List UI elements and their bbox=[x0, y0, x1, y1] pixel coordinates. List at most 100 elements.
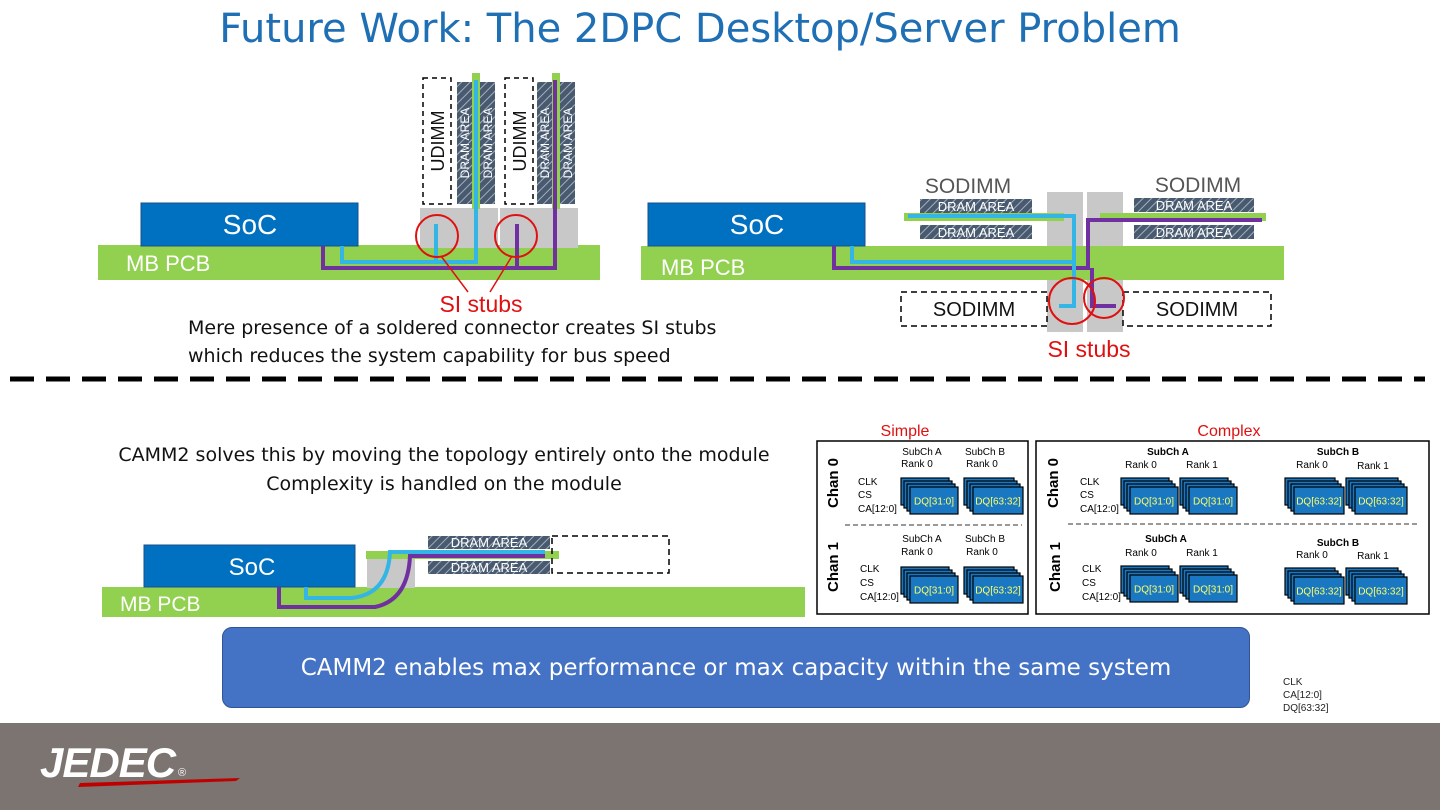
si-stub-circle bbox=[415, 214, 459, 258]
dram-chip-stack: DQ[31:0] bbox=[900, 477, 959, 515]
dram-area-label: DRAM AREA bbox=[938, 199, 1015, 214]
ca-label: CA[12:0] bbox=[860, 592, 899, 603]
dram-area-block bbox=[428, 536, 550, 549]
dram-chip bbox=[1293, 576, 1345, 605]
sodimm-label: SODIMM bbox=[1155, 174, 1241, 197]
subch-b-label: SubCh B bbox=[1317, 447, 1359, 458]
dram-area-label: DRAM AREA bbox=[538, 108, 552, 179]
dram-chip bbox=[1188, 574, 1238, 603]
mb-pcb-board bbox=[102, 587, 805, 617]
dram-chip bbox=[909, 486, 959, 515]
dram-chip bbox=[1293, 486, 1345, 515]
sodimm-2dpc-diagram: MB PCB SoC SODIMM DRAM AREA DRAM AREA SO… bbox=[641, 174, 1284, 362]
simple-box bbox=[816, 440, 1029, 615]
mb-pcb-label: MB PCB bbox=[661, 255, 745, 280]
dram-area-label: DRAM AREA bbox=[481, 108, 495, 179]
rank1-label: Rank 1 bbox=[1357, 551, 1389, 562]
dram-area-block bbox=[537, 82, 552, 204]
cs-label: CS bbox=[1080, 490, 1094, 501]
complex-title: Complex bbox=[1197, 423, 1260, 440]
sodimm-label: SODIMM bbox=[1156, 299, 1238, 321]
dram-chip bbox=[1188, 486, 1238, 515]
si-stub-circle bbox=[1048, 277, 1096, 325]
rank0-label: Rank 0 bbox=[1125, 460, 1157, 471]
dram-area-block bbox=[428, 561, 550, 574]
dq-label: DQ[31:0] bbox=[914, 586, 954, 597]
stub-caption-line1: Mere presence of a soldered connector cr… bbox=[188, 317, 717, 339]
soc-label: SoC bbox=[223, 209, 277, 240]
rank0-label: Rank 0 bbox=[1296, 460, 1328, 471]
dram-chip-stack: DQ[63:32] bbox=[963, 477, 1024, 515]
udimm-label: UDIMM bbox=[510, 111, 530, 172]
chan1-label: Chan 1 bbox=[825, 542, 842, 592]
cs-label: CS bbox=[860, 578, 874, 589]
dq-label: DQ[31:0] bbox=[1134, 585, 1174, 596]
dram-area-block bbox=[1134, 198, 1254, 212]
dram-chip-stack: DQ[63:32] bbox=[1284, 477, 1345, 515]
rank0-label: Rank 0 bbox=[966, 459, 998, 470]
dq-label: DQ[31:0] bbox=[914, 497, 954, 508]
si-stubs-label: SI stubs bbox=[439, 291, 522, 317]
dram-area-block bbox=[1134, 225, 1254, 239]
rank0-label: Rank 0 bbox=[1296, 550, 1328, 561]
rank0-label: Rank 0 bbox=[901, 459, 933, 470]
subch-b-label: SubCh B bbox=[965, 534, 1005, 545]
dram-chip bbox=[1129, 486, 1179, 515]
simple-title: Simple bbox=[881, 423, 930, 440]
dram-chip-stack: DQ[63:32] bbox=[1284, 567, 1345, 605]
soc-label: SoC bbox=[730, 209, 784, 240]
dram-chip bbox=[909, 575, 959, 604]
dq-label: DQ[63:32] bbox=[975, 497, 1021, 508]
mb-pcb-label: MB PCB bbox=[126, 251, 210, 276]
rank0-label: Rank 0 bbox=[966, 547, 998, 558]
purple-trace bbox=[277, 554, 545, 609]
si-stub-circle bbox=[1083, 277, 1125, 319]
simple-topology: Simple Chan 0 Chan 1 SubCh A Rank 0 SubC… bbox=[816, 423, 1029, 615]
rank1-label: Rank 1 bbox=[1186, 460, 1218, 471]
purple-trace bbox=[321, 80, 557, 270]
camm2-banner: CAMM2 enables max performance or max cap… bbox=[222, 627, 1250, 708]
chan0-label: Chan 0 bbox=[1045, 458, 1062, 508]
legend-item: CA[12:0] bbox=[1283, 690, 1322, 701]
logo-registered: ® bbox=[178, 767, 186, 779]
dram-chip bbox=[1354, 576, 1408, 605]
dram-area-label: DRAM AREA bbox=[938, 225, 1015, 240]
dram-area-block bbox=[480, 82, 495, 204]
dq-label: DQ[63:32] bbox=[1296, 587, 1342, 598]
page-title: Future Work: The 2DPC Desktop/Server Pro… bbox=[219, 6, 1181, 52]
dram-chip-stack: DQ[31:0] bbox=[1120, 477, 1179, 515]
soc-label: SoC bbox=[229, 554, 276, 581]
dram-area-label: DRAM AREA bbox=[451, 535, 528, 550]
dram-chip-stack: DQ[31:0] bbox=[1120, 565, 1179, 603]
dram-chip bbox=[1129, 574, 1179, 603]
sodimm-label: SODIMM bbox=[925, 175, 1011, 198]
dram-area-label: DRAM AREA bbox=[1156, 225, 1233, 240]
blue-trace-stub bbox=[1059, 262, 1076, 308]
udimm-outline bbox=[504, 77, 534, 205]
dimm-connector bbox=[420, 208, 498, 248]
dram-chip-stack: DQ[63:32] bbox=[1345, 477, 1408, 515]
sodimm-outline bbox=[900, 291, 1048, 327]
subch-b-label: SubCh B bbox=[1317, 538, 1359, 549]
camm-module-outline bbox=[551, 535, 670, 574]
dq-label: DQ[63:32] bbox=[1358, 587, 1404, 598]
udimm-label: UDIMM bbox=[428, 111, 448, 172]
dram-chip bbox=[972, 575, 1024, 604]
dram-area-block bbox=[920, 225, 1032, 239]
stub-caption-line2: which reduces the system capability for … bbox=[188, 345, 671, 367]
dimm-connector bbox=[500, 208, 578, 248]
topology-diagram: MB PCB SoC UDIMM UDIMM DRAM AREA DRAM AR… bbox=[10, 73, 1430, 617]
dram-chip-stack: DQ[63:32] bbox=[963, 566, 1024, 604]
dram-chip-stack: DQ[31:0] bbox=[1179, 477, 1238, 515]
clk-label: CLK bbox=[860, 564, 880, 575]
dram-area-label: DRAM AREA bbox=[561, 108, 575, 179]
ca-label: CA[12:0] bbox=[1082, 592, 1121, 603]
rank1-label: Rank 1 bbox=[1357, 461, 1389, 472]
subch-a-label: SubCh A bbox=[1145, 534, 1187, 545]
dram-area-label: DRAM AREA bbox=[1156, 198, 1233, 213]
dq-label: DQ[31:0] bbox=[1193, 585, 1233, 596]
si-stub-circle bbox=[494, 214, 538, 258]
legend-item: DQ[63:32] bbox=[1283, 703, 1329, 714]
dram-chip-stack: DQ[31:0] bbox=[1179, 565, 1238, 603]
udimm-2dpc-diagram: MB PCB SoC UDIMM UDIMM DRAM AREA DRAM AR… bbox=[98, 73, 600, 317]
